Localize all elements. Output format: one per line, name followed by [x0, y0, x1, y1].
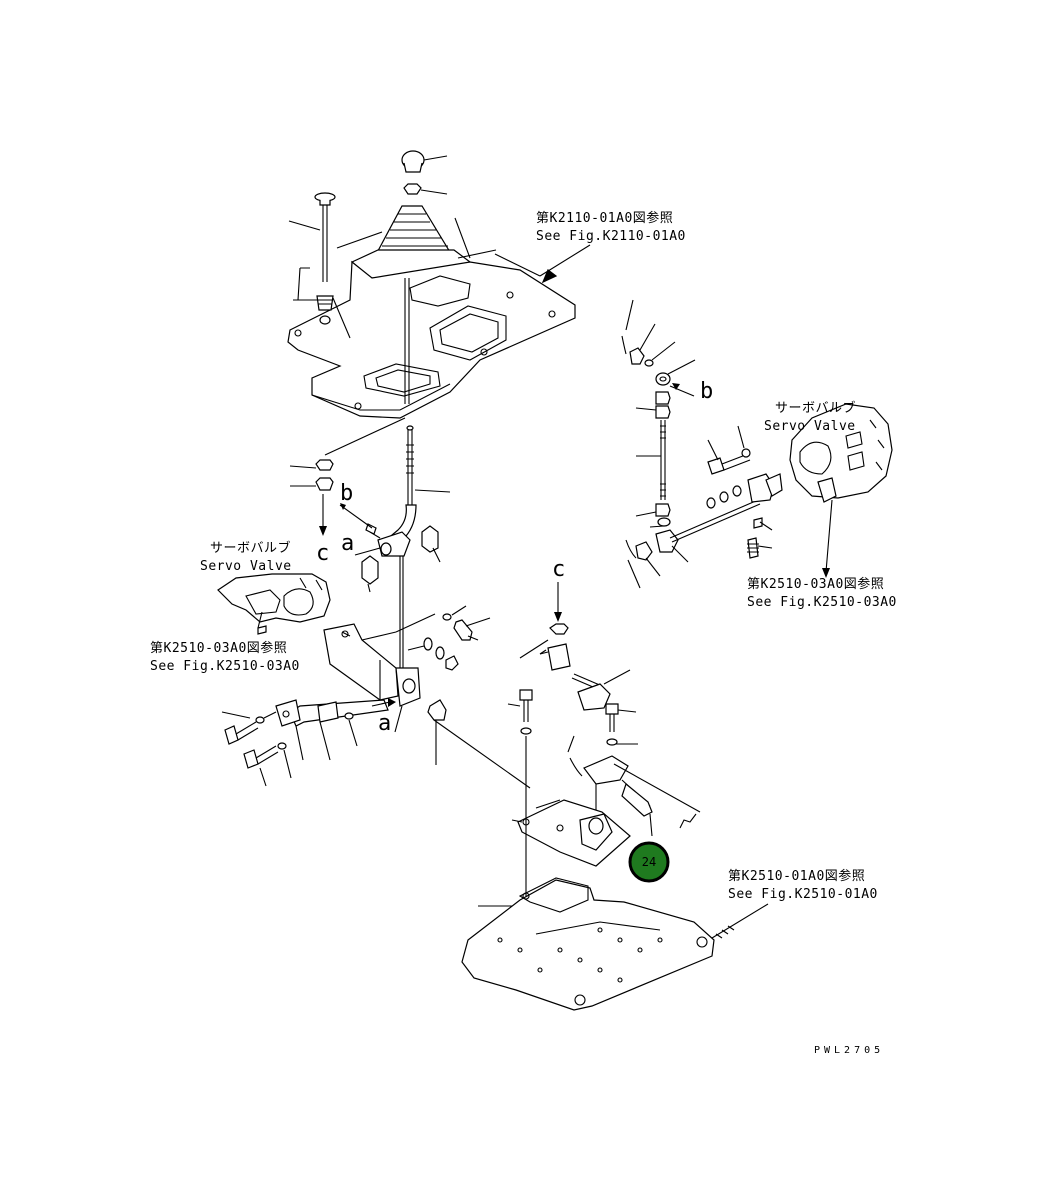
reference-k2510-03-right: 第K2510-03A0図参照 See Fig.K2510-03A0 — [747, 576, 897, 610]
drawing-code: PWL2705 — [814, 1045, 884, 1056]
callout-badge-number[interactable]: 24 — [642, 855, 656, 869]
servo-valve-left-en: Servo Valve — [200, 559, 292, 574]
servo-valve-left-jp: サーボバルブ — [210, 540, 291, 556]
servo-valve-right-en: Servo Valve — [764, 419, 856, 434]
reference-k2510-03-left: 第K2510-03A0図参照 See Fig.K2510-03A0 — [150, 640, 300, 674]
callout-badge-circle[interactable] — [628, 841, 670, 883]
servo-valve-right-jp: サーボバルブ — [775, 400, 856, 416]
servo-valve-right: サーボバルブ Servo Valve — [764, 400, 893, 578]
lever-bracket-assembly — [221, 417, 491, 787]
shift-console-assembly — [287, 150, 591, 419]
view-marker-a-lower: a — [378, 711, 391, 736]
servo-valve-left: サーボバルブ Servo Valve — [200, 540, 331, 635]
reference-k2110: 第K2110-01A0図参照 See Fig.K2110-01A0 — [536, 210, 686, 244]
reference-k2510-03-left-jp: 第K2510-03A0図参照 — [150, 640, 287, 656]
reference-k2110-jp: 第K2110-01A0図参照 — [536, 210, 673, 226]
reference-k2510-01-jp: 第K2510-01A0図参照 — [728, 868, 865, 884]
reference-k2510-03-left-en: See Fig.K2510-03A0 — [150, 659, 300, 674]
view-marker-b-left: b — [340, 481, 353, 506]
view-marker-c-right: c — [552, 557, 565, 582]
lower-bracket-assembly — [433, 582, 769, 1011]
reference-k2510-01-en: See Fig.K2510-01A0 — [728, 887, 878, 902]
reference-k2510-03-right-jp: 第K2510-03A0図参照 — [747, 576, 884, 592]
view-marker-b-right: b — [700, 379, 713, 404]
view-marker-c-left: c — [316, 541, 329, 566]
view-marker-a-upper: a — [341, 531, 354, 556]
reference-k2510-01: 第K2510-01A0図参照 See Fig.K2510-01A0 — [728, 868, 878, 902]
reference-k2510-03-right-en: See Fig.K2510-03A0 — [747, 595, 897, 610]
reference-k2110-en: See Fig.K2110-01A0 — [536, 229, 686, 244]
linkage-rod-assembly — [621, 299, 783, 589]
callout-badge-24[interactable]: 24 — [628, 841, 670, 883]
